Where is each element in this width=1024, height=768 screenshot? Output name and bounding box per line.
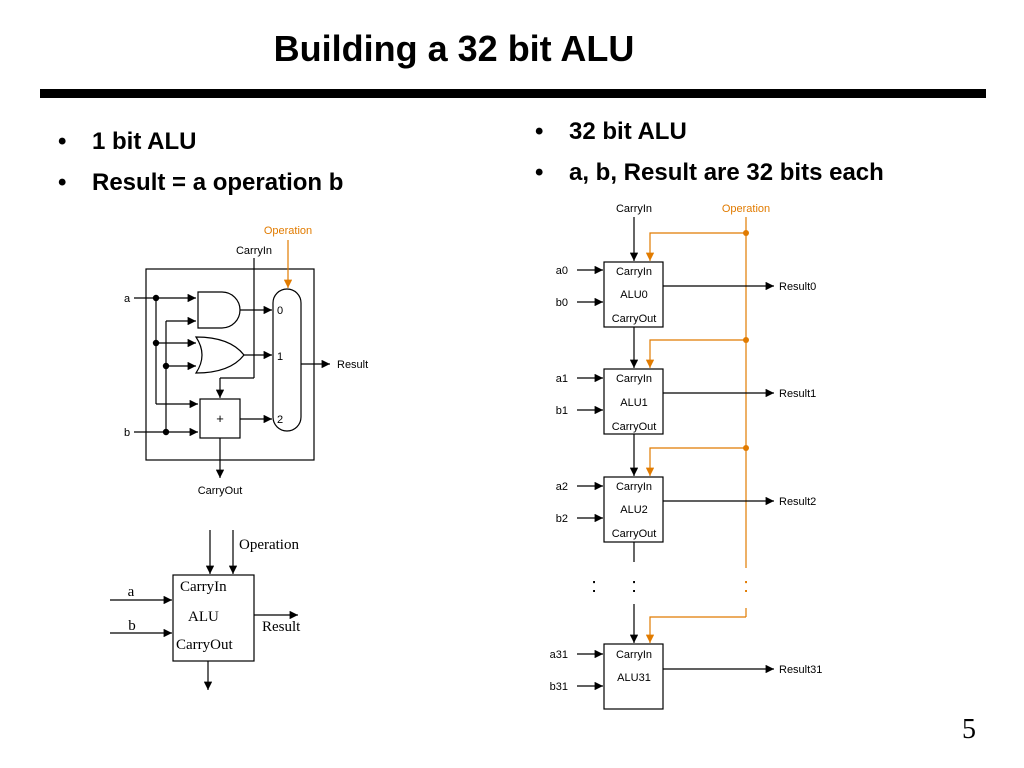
ellipsis-carry: : bbox=[631, 575, 637, 597]
mux-input-1: 1 bbox=[277, 351, 283, 363]
result2-label: Result2 bbox=[779, 496, 816, 508]
operation-branch-alu1 bbox=[645, 339, 746, 368]
right-bullet-list: • 32 bit ALU • a, b, Result are 32 bits ea… bbox=[535, 118, 884, 200]
alu31-box bbox=[603, 643, 664, 710]
block-result-label: Result bbox=[262, 619, 301, 635]
alu31-carry-in: CarryIn bbox=[616, 649, 652, 661]
mux-input-2: 2 bbox=[277, 414, 283, 426]
block-operation-label: Operation bbox=[239, 537, 299, 553]
alu1-carry-out: CarryOut bbox=[612, 421, 657, 433]
alu1-carry-in: CarryIn bbox=[616, 373, 652, 385]
carry-out-label: CarryOut bbox=[198, 485, 243, 497]
mux-input-0: 0 bbox=[277, 305, 283, 317]
chain-operation-label: Operation bbox=[722, 203, 770, 215]
block-a-label: a bbox=[128, 584, 135, 600]
left-bullet-list: • 1 bit ALU • Result = a operation b bbox=[58, 128, 344, 210]
block-b-label: b bbox=[128, 618, 136, 634]
alu0-carry-in: CarryIn bbox=[616, 266, 652, 278]
result1-label: Result1 bbox=[779, 388, 816, 400]
alu2-carry-out: CarryOut bbox=[612, 528, 657, 540]
bullet-marker: • bbox=[535, 118, 544, 145]
bullet-item: • Result = a operation b bbox=[58, 169, 344, 210]
b2-label: b2 bbox=[556, 513, 568, 525]
multiplexer bbox=[272, 288, 302, 432]
a0-label: a0 bbox=[556, 265, 568, 277]
alu1-name: ALU1 bbox=[620, 397, 648, 409]
page-number: 5 bbox=[962, 714, 976, 745]
block-carry-in-label: CarryIn bbox=[180, 579, 227, 595]
b1-label: b1 bbox=[556, 405, 568, 417]
alu-block-box bbox=[172, 574, 255, 662]
bullet-item: • 1 bit ALU bbox=[58, 128, 343, 169]
ellipsis-inputs: : bbox=[591, 575, 597, 597]
alu0-box bbox=[603, 261, 664, 328]
bullet-text: 1 bit ALU bbox=[92, 128, 197, 155]
one-bit-alu-detail bbox=[134, 240, 330, 478]
operation-branch-alu31 bbox=[645, 616, 746, 643]
and-gate bbox=[197, 291, 241, 329]
b0-label: b0 bbox=[556, 297, 568, 309]
operation-branch-alu2 bbox=[645, 447, 746, 476]
operation-branch-alu0 bbox=[645, 232, 746, 261]
slide-title: Building a 32 bit ALU bbox=[273, 28, 635, 69]
result31-label: Result31 bbox=[779, 664, 822, 676]
chain-carry-in-label: CarryIn bbox=[616, 203, 652, 215]
block-alu-label: ALU bbox=[188, 609, 219, 625]
bus-junction-dot bbox=[743, 337, 749, 343]
adder-box bbox=[199, 398, 241, 439]
thirty-two-bit-alu bbox=[577, 217, 774, 710]
alu0-carry-out: CarryOut bbox=[612, 313, 657, 325]
a-label: a bbox=[124, 293, 131, 305]
bullet-text: 32 bit ALU bbox=[569, 118, 687, 145]
junction-dot bbox=[152, 294, 160, 302]
junction-dot bbox=[162, 428, 170, 436]
alu2-carry-in: CarryIn bbox=[616, 481, 652, 493]
alu31-name: ALU31 bbox=[617, 672, 651, 684]
block-carry-out-label: CarryOut bbox=[176, 637, 233, 653]
result0-label: Result0 bbox=[779, 281, 816, 293]
junction-dot bbox=[162, 362, 170, 370]
a31-label: a31 bbox=[550, 649, 568, 661]
bullet-text: Result = a operation b bbox=[92, 169, 344, 196]
bullet-marker: • bbox=[535, 159, 544, 186]
one-bit-alu-block bbox=[110, 530, 298, 690]
junction-dot bbox=[152, 339, 160, 347]
carry-in-label: CarryIn bbox=[236, 245, 272, 257]
or-gate bbox=[194, 336, 245, 374]
alu2-box bbox=[603, 476, 664, 543]
bullet-marker: • bbox=[58, 169, 67, 196]
result-label: Result bbox=[337, 359, 368, 371]
bullet-item: • a, b, Result are 32 bits each bbox=[535, 159, 884, 200]
alu0-name: ALU0 bbox=[620, 289, 648, 301]
bus-junction-dot bbox=[743, 445, 749, 451]
b31-label: b31 bbox=[550, 681, 568, 693]
operation-label: Operation bbox=[264, 225, 312, 237]
title-divider bbox=[40, 89, 986, 98]
ellipsis-operation: : bbox=[743, 575, 749, 597]
bullet-text: a, b, Result are 32 bits each bbox=[569, 159, 884, 186]
bus-junction-dot bbox=[743, 230, 749, 236]
alu1-box bbox=[603, 368, 664, 435]
b-label: b bbox=[124, 427, 130, 439]
alu2-name: ALU2 bbox=[620, 504, 648, 516]
bullet-marker: • bbox=[58, 128, 67, 155]
adder-symbol: + bbox=[216, 411, 224, 426]
a1-label: a1 bbox=[556, 373, 568, 385]
a2-label: a2 bbox=[556, 481, 568, 493]
bullet-item: • 32 bit ALU bbox=[535, 118, 884, 159]
